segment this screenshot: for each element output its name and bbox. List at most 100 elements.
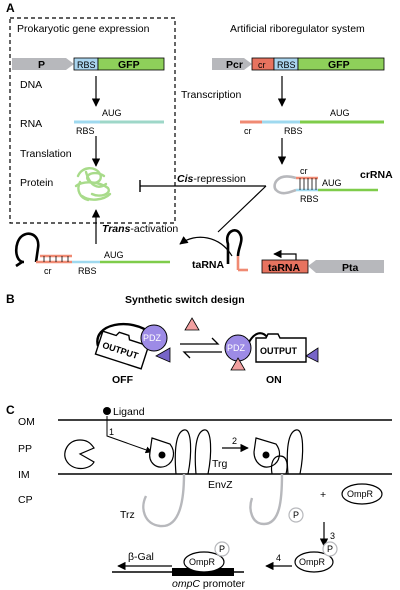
- transcription-label: Transcription: [181, 89, 241, 101]
- trans-activation-label: Trans-activation: [102, 223, 178, 235]
- ligand-triangle-free: [184, 317, 200, 331]
- pta-promoter-arrow: [308, 260, 384, 273]
- on-pink-triangle: [230, 357, 246, 371]
- off-output-box: [94, 330, 150, 370]
- rbs-label-right-1: RBS: [284, 126, 303, 136]
- tarna-hairpin: [225, 229, 248, 272]
- rna-label: RNA: [20, 118, 42, 130]
- ompc-promoter-label: ompC promoter: [172, 578, 245, 590]
- cis-repression-label: Cis-repression: [177, 173, 246, 185]
- tarna-label: taRNA: [192, 259, 225, 271]
- tarna-box-label: taRNA: [268, 262, 301, 274]
- panel-c-label: C: [6, 403, 15, 417]
- trans-activation-curve: [179, 236, 233, 257]
- gfp-box-right-label: GFP: [328, 59, 350, 71]
- gfp-box-right: [297, 57, 385, 71]
- pta-box-label: Pta: [342, 262, 359, 274]
- switch-title: Synthetic switch design: [125, 294, 245, 306]
- on-output-box: [255, 333, 307, 363]
- translation-label: Translation: [20, 148, 72, 160]
- ompr-free-label: OmpR: [347, 489, 374, 499]
- receptor-2-transmembrane: [270, 429, 304, 475]
- aug-label-complex: AUG: [104, 250, 124, 260]
- aug-label-right-2: AUG: [322, 178, 342, 188]
- aug-label-left: AUG: [102, 108, 122, 118]
- envz-label: EnvZ: [208, 479, 233, 491]
- dna-label: DNA: [20, 79, 42, 91]
- cis-to-right: [217, 185, 267, 233]
- rbs-label-right-2: RBS: [300, 194, 319, 204]
- ligand-dot: [103, 407, 111, 415]
- on-purple-triangle: [305, 347, 319, 363]
- phospho-envz-circle: [288, 507, 304, 523]
- step3-label: 3: [330, 531, 335, 541]
- off-label: OFF: [112, 374, 134, 386]
- bound-ligand-dot: [158, 451, 166, 459]
- ompr-bound-p-label: P: [219, 544, 225, 554]
- gfp-protein-icon: [74, 167, 112, 202]
- on-label: ON: [266, 374, 282, 386]
- ompr-bound: [183, 551, 225, 573]
- right-title: Artificial riboregulator system: [230, 23, 365, 35]
- tarna-transcription-arrow: [273, 249, 297, 260]
- right-dna-construct: Pcr cr RBS GFP: [212, 57, 385, 71]
- prokaryotic-dashed-box: [9, 17, 176, 224]
- panel-b-label: B: [6, 292, 15, 306]
- p-box-label: P: [38, 59, 45, 71]
- rbs-box-right-label: RBS: [277, 60, 296, 70]
- ompr-phospho-p-circle: [322, 541, 338, 557]
- trz-cytoplasmic-tail-2: [249, 473, 284, 526]
- im-label: IM: [18, 469, 30, 481]
- bgal-label: β-Gal: [128, 551, 154, 563]
- ligand-path-arrow: [106, 416, 153, 454]
- ligand-label: Ligand: [113, 406, 145, 418]
- cr-label-complex: cr: [44, 266, 52, 276]
- pcr-box-label: Pcr: [226, 59, 243, 71]
- phospho-envz-label: P: [293, 510, 299, 520]
- ompr-phospho: [294, 551, 334, 573]
- cp-label: CP: [18, 494, 33, 506]
- step2-label: 2: [232, 436, 237, 446]
- off-pdz-label: PDZ: [143, 333, 162, 343]
- ompr-free: [341, 483, 383, 505]
- on-output-label: OUTPUT: [260, 346, 298, 356]
- on-pdz-label: PDZ: [227, 343, 246, 353]
- on-switch: PDZ OUTPUT: [224, 332, 319, 371]
- cr-box-label: cr: [258, 60, 266, 70]
- pcr-promoter-arrow: [212, 58, 252, 70]
- ompr-phospho-p-label: P: [327, 544, 333, 554]
- gfp-box-label: GFP: [118, 59, 140, 71]
- crrna-label: crRNA: [360, 169, 393, 181]
- rbs-label-left: RBS: [76, 126, 95, 136]
- equilibrium-arrows: [180, 337, 222, 359]
- off-pdz-circle: [140, 324, 168, 352]
- ompr-phospho-label: OmpR: [299, 557, 326, 567]
- off-purple-triangle: [155, 347, 171, 363]
- plus-label: +: [320, 489, 326, 501]
- aug-label-right-1: AUG: [330, 108, 350, 118]
- complex-rna: [14, 232, 170, 268]
- gfp-box: [97, 57, 165, 71]
- left-dna-construct: P RBS GFP: [12, 57, 165, 71]
- rbs-box-label: RBS: [77, 60, 96, 70]
- left-title: Prokaryotic gene expression: [17, 23, 150, 35]
- trz-cytoplasmic-tail-1: [142, 473, 186, 528]
- cr-label-right-2: cr: [300, 166, 308, 176]
- bound-ligand-dot-2: [262, 451, 270, 459]
- step4-label: 4: [276, 553, 281, 563]
- trz-label: Trz: [120, 509, 135, 521]
- panel-a-label: A: [6, 1, 15, 15]
- cr-label-right-1: cr: [244, 126, 252, 136]
- ompr-bound-p-circle: [214, 541, 230, 557]
- trg-envz-transmembrane: [174, 429, 212, 475]
- p-promoter-arrow: [12, 58, 74, 70]
- tarna-box: [261, 259, 309, 274]
- rbs-label-complex: RBS: [78, 266, 97, 276]
- binding-protein-open: [64, 439, 95, 470]
- ompr-bound-label: OmpR: [189, 557, 216, 567]
- protein-label: Protein: [20, 177, 53, 189]
- step1-label: 1: [109, 427, 114, 437]
- pp-label: PP: [18, 443, 32, 455]
- trg-label: Trg: [212, 458, 228, 470]
